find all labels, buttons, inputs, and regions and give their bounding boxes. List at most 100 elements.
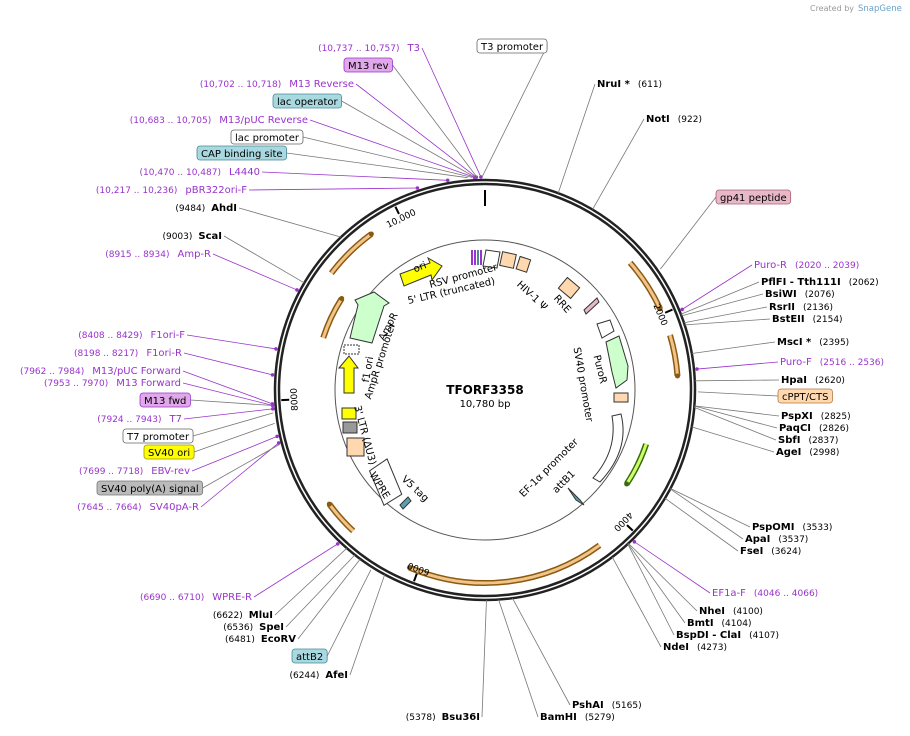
feature-box-label[interactable]: T3 promoter (476, 38, 548, 54)
leader-line (285, 554, 356, 628)
enzyme-site[interactable]: SpeI(6536) (223, 622, 284, 633)
enzyme-site[interactable]: NotI(922) (646, 114, 702, 125)
feature-box (139, 392, 191, 408)
primer-name: F1ori-F (151, 330, 186, 341)
enzyme-site[interactable]: BstEII(2154) (772, 314, 843, 325)
primer-label[interactable]: F1ori-R(8198 .. 8217) (74, 348, 182, 359)
primer-mark (445, 178, 450, 183)
enzyme-position: (922) (678, 115, 702, 125)
leader-line (669, 488, 744, 540)
enzyme-site[interactable]: PspOMI(3533) (752, 522, 832, 533)
primer-label[interactable]: T3(10,737 .. 10,757) (318, 43, 420, 54)
feature-box-label[interactable]: SV40 ori (143, 444, 195, 460)
sv40pa-box (342, 421, 358, 434)
inner-feature-label: ori (412, 260, 428, 275)
feature-arc (625, 443, 648, 485)
primer-position: (7953 .. 7970) (44, 379, 108, 389)
enzyme-name: HpaI (781, 375, 807, 386)
feature-arc-head (674, 373, 680, 379)
primer-name: M13/pUC Reverse (219, 115, 308, 126)
enzyme-site[interactable]: BspDI - ClaI(4107) (676, 630, 779, 641)
enzyme-site[interactable]: NruI *(611) (597, 79, 662, 90)
enzyme-position: (4104) (722, 619, 752, 629)
feature-box-label[interactable]: gp41 peptide (715, 189, 792, 205)
primer-label[interactable]: M13/pUC Reverse(10,683 .. 10,705) (130, 115, 308, 126)
primer-position: (8915 .. 8934) (105, 250, 169, 260)
enzyme-site[interactable]: PaqCI(2826) (779, 423, 849, 434)
primer-label[interactable]: EF1a-F(4046 .. 4066) (712, 588, 818, 599)
feature-box-text: M13 rev (348, 61, 389, 72)
feature-arc-head (657, 306, 663, 312)
enzyme-position: (6536) (223, 623, 253, 633)
enzyme-site[interactable]: PspXI(2825) (781, 411, 851, 422)
feature-box-label[interactable]: M13 rev (343, 57, 393, 73)
enzyme-position: (2154) (813, 315, 843, 325)
tick-label: 8000 (290, 387, 301, 411)
enzyme-site[interactable]: PshAI(5165) (572, 700, 642, 711)
enzyme-site[interactable]: BmtI(4104) (687, 618, 751, 629)
primer-label[interactable]: M13 Reverse(10,702 .. 10,718) (200, 79, 354, 90)
primer-label[interactable]: WPRE-R(6690 .. 6710) (140, 592, 252, 603)
enzyme-position: (2062) (849, 278, 879, 288)
enzyme-site[interactable]: MscI *(2395) (777, 337, 849, 348)
feature-box-label[interactable]: SV40 poly(A) signal (96, 480, 204, 496)
feature-box-label[interactable]: CAP binding site (196, 145, 287, 161)
primer-label[interactable]: Puro-R(2020 .. 2039) (754, 260, 859, 271)
leader-line (193, 423, 275, 453)
wpre-box (368, 458, 403, 507)
enzyme-site[interactable]: Bsu36I(5378) (406, 712, 480, 723)
primer-label[interactable]: EBV-rev(7699 .. 7718) (79, 466, 190, 477)
leader-lines (182, 45, 780, 718)
enzyme-position: (2395) (819, 338, 849, 348)
enzyme-site[interactable]: EcoRV(6481) (225, 634, 296, 645)
feature-box-label[interactable]: cPPT/CTS (777, 388, 833, 404)
enzyme-site[interactable]: RsrII(2136) (769, 302, 833, 313)
enzyme-site[interactable]: PflFI - Tth111I(2062) (761, 277, 879, 288)
enzyme-site[interactable]: MluI(6622) (213, 610, 273, 621)
enzyme-name: ScaI (198, 231, 222, 242)
enzyme-position: (9003) (162, 232, 192, 242)
primer-label[interactable]: M13/pUC Forward(7962 .. 7984) (20, 366, 181, 377)
attb1-mark (567, 487, 585, 506)
feature-box-label[interactable]: M13 fwd (139, 392, 191, 408)
enzyme-site[interactable]: BamHI(5279) (540, 712, 615, 723)
primer-label[interactable]: Amp-R (8915 .. 8934) (105, 249, 211, 260)
leader-line (182, 382, 273, 406)
enzyme-site[interactable]: AfeI(6244) (289, 670, 348, 681)
primer-label[interactable]: pBR322ori-F(10,217 .. 10,236) (96, 185, 247, 196)
enzyme-name: PaqCI (779, 423, 811, 434)
primer-label[interactable]: T7(7924 .. 7943) (97, 414, 182, 425)
primer-name: SV40pA-R (150, 502, 199, 513)
enzyme-site[interactable]: NheI(4100) (699, 606, 763, 617)
feature-box-label[interactable]: lac operator (272, 93, 342, 109)
primer-position: (4046 .. 4066) (754, 589, 818, 599)
feature-box-label[interactable]: T7 promoter (122, 428, 194, 444)
feature-arc-head (406, 565, 412, 571)
v5-mark (399, 496, 412, 510)
primer-label[interactable]: L4440(10,470 .. 10,487) (140, 167, 260, 178)
feature-box-text: lac promoter (235, 133, 300, 144)
enzyme-site[interactable]: AhdI(9484) (175, 203, 237, 214)
enzyme-name: NdeI (663, 642, 689, 653)
enzyme-site[interactable]: ApaI(3537) (745, 534, 808, 545)
feature-box-label[interactable]: attB2 (291, 648, 328, 664)
enzyme-position: (6481) (225, 635, 255, 645)
feature-box-text: gp41 peptide (720, 193, 787, 204)
primer-label[interactable]: F1ori-F(8408 .. 8429) (78, 330, 185, 341)
primer-name: Amp-R (178, 249, 212, 260)
enzyme-name: PshAI (572, 700, 604, 711)
primer-label[interactable]: M13 Forward(7953 .. 7970) (44, 378, 181, 389)
enzyme-site[interactable]: AgeI(2998) (776, 447, 839, 458)
enzyme-site[interactable]: SbfI(2837) (778, 435, 838, 446)
enzyme-site[interactable]: ScaI (9003) (162, 231, 222, 242)
f1ori-arrow (337, 355, 359, 394)
primer-label[interactable]: Puro-F(2516 .. 2536) (780, 357, 884, 368)
enzyme-site[interactable]: NdeI(4273) (663, 642, 727, 653)
enzyme-site[interactable]: BsiWI(2076) (765, 289, 835, 300)
enzyme-name: ApaI (745, 534, 770, 545)
enzyme-site[interactable]: FseI(3624) (740, 546, 801, 557)
primer-stack-top (471, 250, 482, 265)
primer-label[interactable]: SV40pA-R(7645 .. 7664) (77, 502, 199, 513)
enzyme-site[interactable]: HpaI(2620) (781, 375, 845, 386)
feature-box-label[interactable]: lac promoter (230, 129, 304, 145)
